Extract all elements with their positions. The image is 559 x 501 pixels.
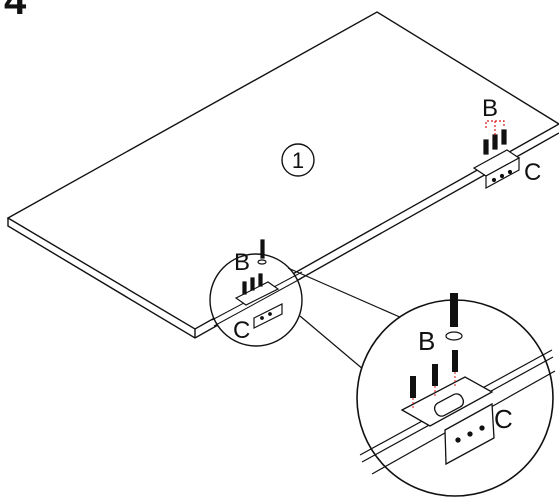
part-number: 1: [292, 148, 304, 173]
part-number-badge: 1: [281, 143, 315, 177]
hinge-large: [400, 376, 495, 466]
screw-group-small: [242, 239, 265, 295]
label-screw-right: B: [482, 95, 498, 122]
label-hinge-right: C: [524, 159, 541, 186]
magnifier-lines: [287, 267, 403, 371]
label-screw-small: B: [234, 249, 250, 276]
label-hinge-large: C: [494, 404, 513, 434]
label-hinge-small: C: [233, 317, 250, 344]
detail-circle-large: [356, 293, 556, 497]
screw-group-large: [410, 293, 458, 398]
label-screw-large: B: [418, 326, 435, 356]
washer-icon: [445, 331, 463, 341]
screw-group-right: [483, 129, 507, 155]
hinge-right: [472, 120, 521, 190]
board-panel: [6, 11, 559, 339]
detail-circle-small: [209, 239, 303, 347]
hinge-small: [234, 239, 283, 329]
step-number: 4: [4, 0, 27, 23]
